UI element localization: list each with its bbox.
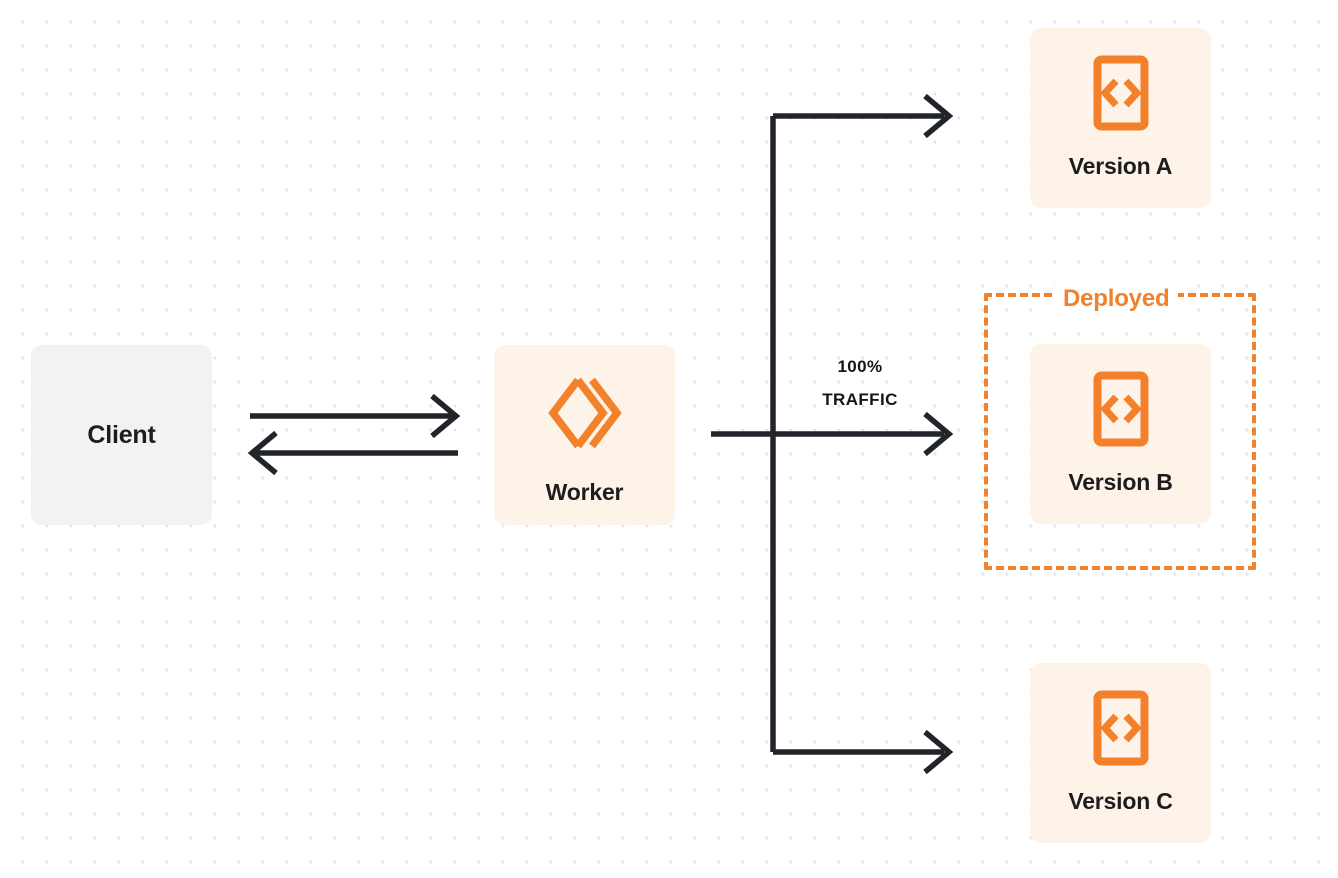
arrow-client-to-worker (250, 393, 461, 439)
version-b-label: Version B (1068, 469, 1173, 495)
code-file-icon (1093, 55, 1149, 131)
deployed-badge: Deployed (1054, 285, 1179, 313)
traffic-percent: 100% (837, 357, 883, 376)
code-file-icon (1093, 690, 1149, 766)
arrowhead-to-version-a (923, 93, 954, 139)
node-worker[interactable]: Worker (494, 345, 675, 525)
node-version-b[interactable]: Version B (1030, 344, 1211, 524)
cloudflare-workers-logo-icon (547, 373, 622, 453)
traffic-word: TRAFFIC (822, 390, 898, 409)
arrowhead-to-version-b (923, 411, 954, 457)
arrowhead-to-version-c (923, 729, 954, 775)
worker-label: Worker (545, 479, 624, 505)
node-version-c[interactable]: Version C (1030, 663, 1211, 843)
client-label: Client (87, 420, 156, 449)
node-version-a[interactable]: Version A (1030, 28, 1211, 208)
code-file-icon (1093, 371, 1149, 447)
traffic-annotation: 100% TRAFFIC (790, 350, 930, 416)
node-client[interactable]: Client (31, 345, 212, 525)
version-a-label: Version A (1068, 153, 1173, 179)
arrow-worker-trunk (711, 113, 944, 755)
arrow-worker-to-client (247, 430, 458, 476)
version-c-label: Version C (1068, 788, 1173, 814)
